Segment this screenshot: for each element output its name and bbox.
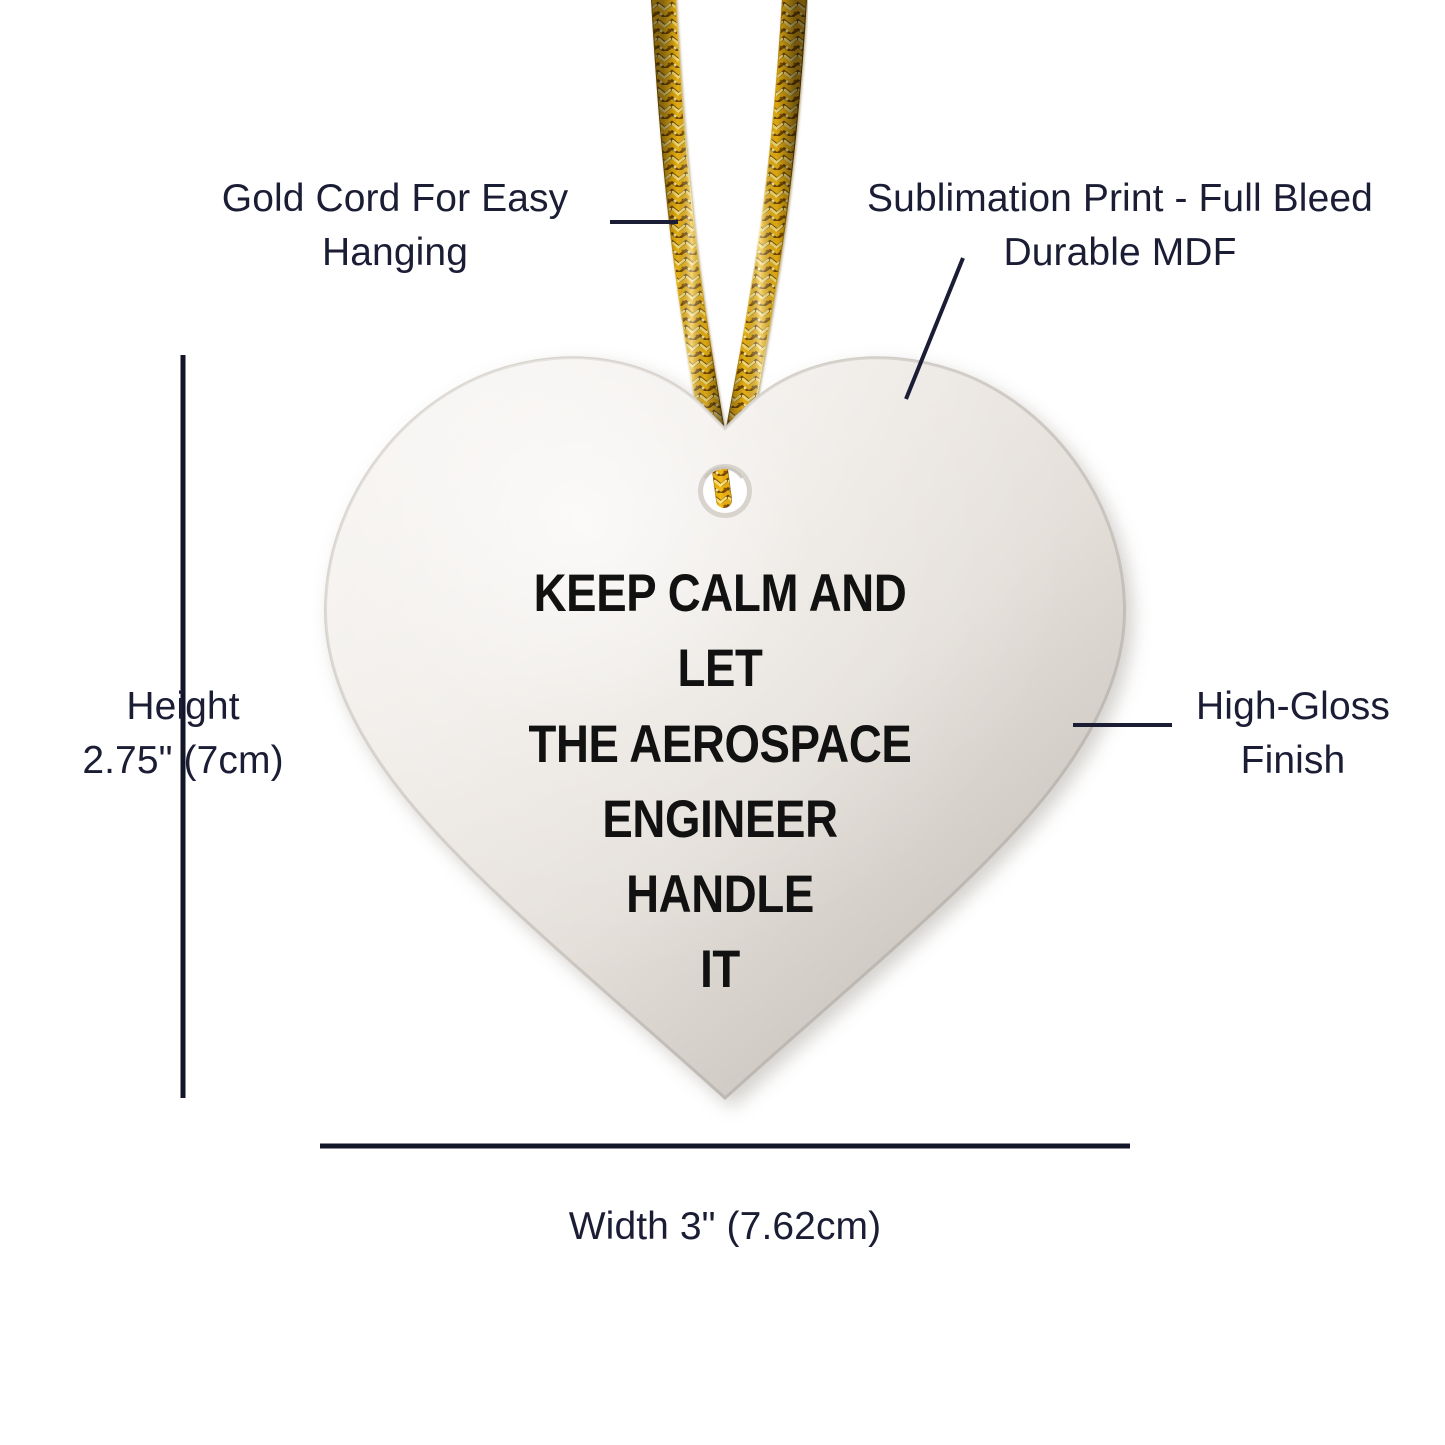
annotation-high-gloss: High-Gloss Finish	[1196, 685, 1390, 782]
annotation-gold-cord: Gold Cord For Easy Hanging	[221, 177, 569, 274]
annotation-sublimation-print: Sublimation Print - Full Bleed Durable M…	[867, 177, 1373, 274]
leader-line-sublimation	[904, 257, 965, 400]
dimension-label-width: Width 3" (7.62cm)	[568, 1205, 882, 1248]
dimension-label-height: Height 2.75" (7cm)	[82, 685, 284, 782]
cord-through-hole	[710, 469, 732, 508]
gloss-sheen	[325, 357, 1125, 1098]
leader-lines	[610, 220, 1172, 727]
heart-ornament-board	[323, 356, 1127, 1101]
dimension-lines	[180, 355, 1130, 1149]
